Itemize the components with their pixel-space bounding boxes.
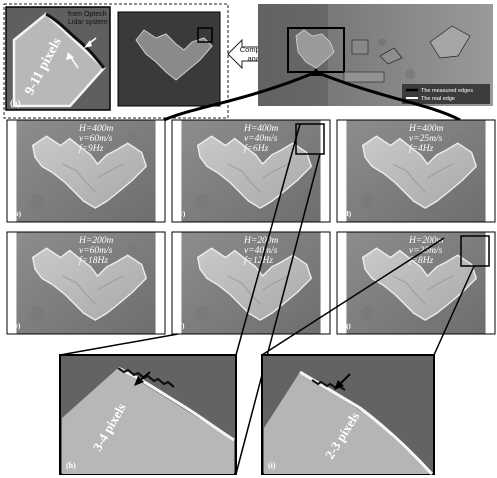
panel-label: (c)	[177, 209, 186, 218]
panel-param-v: v=60m/s	[79, 134, 113, 144]
panel-a-annotation: from Optech Lidar system	[68, 11, 108, 26]
panel-label: (e)	[12, 321, 21, 330]
panel-param-H: H=200m	[408, 236, 444, 246]
zoom-panel-h	[59, 354, 237, 475]
panel-param-v: v=25m/s	[409, 134, 443, 144]
panel-param-H: H=400m	[243, 124, 279, 134]
panel-param-f: f=4Hz	[409, 143, 434, 154]
panel-label: (g)	[342, 321, 351, 330]
zoom-i-label: (i)	[268, 461, 276, 470]
panel-a	[5, 6, 111, 111]
panel-param-H: H=400m	[408, 124, 444, 134]
zoom-line-c-left	[235, 123, 301, 356]
connector-left	[163, 70, 317, 122]
zoom-line-c-right	[235, 153, 321, 475]
annotation-line-1: from Optech	[68, 11, 107, 18]
panel-param-H: H=200m	[78, 236, 114, 246]
panel-param-H: H=200m	[243, 236, 279, 246]
panel-param-f: f=18Hz	[79, 255, 108, 266]
top-left-dashed-frame	[3, 3, 229, 119]
aerial-image	[258, 4, 493, 106]
zoom-region-box	[460, 235, 490, 267]
parameter-panels: H=400mv=60m/sf=9Hz(b)H=400mv=40m/sf=6Hz(…	[6, 119, 496, 335]
zoom-line-g-left	[261, 237, 445, 356]
overview-panel	[117, 11, 221, 107]
connector-right	[315, 70, 461, 122]
panel-label: (f)	[177, 321, 185, 330]
panel-label: (d)	[342, 209, 352, 218]
panel-param-f: f=9Hz	[79, 143, 104, 154]
panel-param-v: v=40m/s	[244, 134, 278, 144]
panel-param-H: H=400m	[78, 124, 114, 134]
panel-param-v: v=40m/s	[244, 246, 278, 256]
panel-param-v: v=60m/s	[79, 246, 113, 256]
zoom-line-g-right	[433, 265, 475, 356]
panel-param-f: f=8Hz	[409, 255, 434, 266]
annotation-line-2: Lidar system	[68, 19, 108, 26]
zoom-panel-i	[261, 354, 435, 476]
panel-label: (b)	[12, 209, 22, 218]
panel-param-f: f=6Hz	[244, 143, 269, 154]
legend-measured: The measured edges	[421, 88, 473, 94]
panel-param-f: f=12Hz	[244, 255, 273, 266]
panel-a-label: (a)	[10, 98, 21, 108]
legend-real: The real edge	[421, 96, 455, 102]
zoom-line-center	[59, 333, 179, 356]
panel-param-v: v=25m/s	[409, 246, 443, 256]
zoom-h-label: (h)	[66, 461, 76, 470]
